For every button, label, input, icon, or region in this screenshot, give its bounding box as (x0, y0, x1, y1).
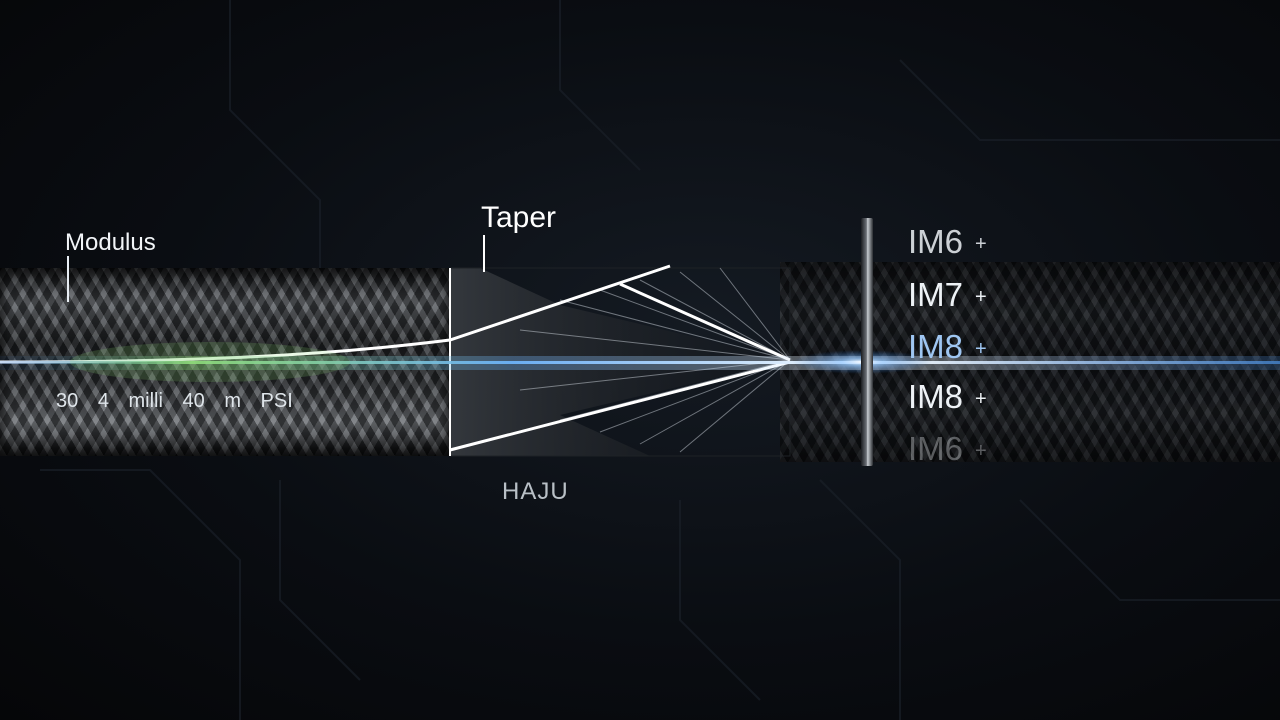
grade-item: IM8 + (908, 378, 987, 416)
grade-scale-bar (861, 218, 873, 466)
grade-item: IM6 + (908, 223, 987, 261)
grade-item: IM8 + (908, 328, 987, 366)
psi-value-row: 30 4 milli 40 m PSI (56, 390, 307, 413)
psi-value: 40 (182, 390, 205, 412)
grade-mark: + (975, 387, 987, 410)
light-beam (0, 361, 1280, 364)
psi-value: m (224, 390, 241, 412)
grade-item: IM6 + (908, 430, 987, 468)
psi-value: 30 (56, 390, 79, 412)
grade-mark: + (975, 232, 987, 255)
grade-mark: + (975, 439, 987, 462)
grade-name: IM8 (908, 328, 964, 365)
taper-sub-label: HAJU (502, 478, 569, 505)
psi-unit: PSI (260, 390, 293, 412)
grade-item: IM7 + (908, 276, 987, 314)
modulus-label: Modulus (65, 229, 156, 256)
grade-name: IM7 (908, 276, 964, 313)
grade-mark: + (975, 337, 987, 360)
grade-name: IM8 (908, 378, 964, 415)
green-glow (70, 342, 350, 382)
psi-value: milli (128, 390, 163, 412)
taper-label: Taper (481, 201, 557, 234)
psi-value: 4 (97, 390, 109, 412)
grade-name: IM6 (908, 223, 964, 260)
grade-name: IM6 (908, 430, 964, 467)
grade-mark: + (975, 285, 987, 308)
